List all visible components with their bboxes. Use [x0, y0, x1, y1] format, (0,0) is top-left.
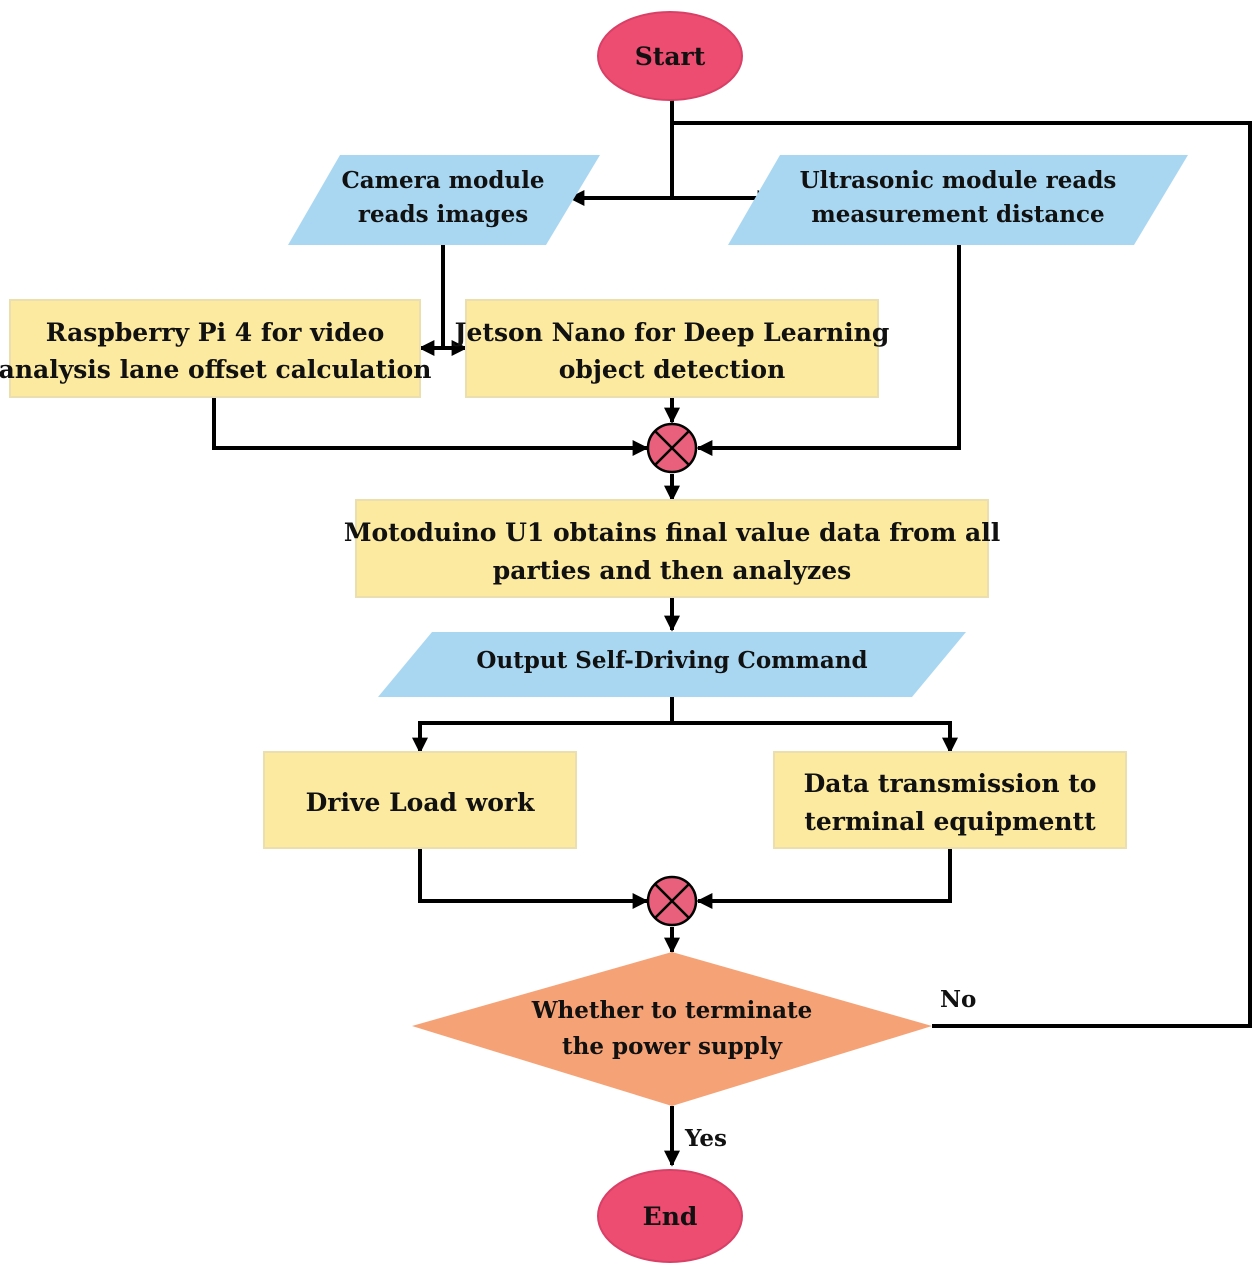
edges	[212, 98, 1252, 1167]
node-raspberry: Raspberry Pi 4 for video analysis lane o…	[0, 299, 431, 398]
motoduino-label-line-1: Motoduino U1 obtains final value data fr…	[344, 518, 1000, 547]
x-circle-icon	[654, 883, 690, 919]
drive-process-box	[263, 751, 577, 849]
start-terminal	[597, 11, 743, 101]
end-terminal	[597, 1169, 743, 1263]
end-label: End	[643, 1202, 698, 1231]
camera-label-line-2: reads images	[358, 201, 528, 228]
transmit-label-line-1: Data transmission to	[804, 769, 1097, 798]
jetson-label-line-1: Jetson Nano for Deep Learning	[453, 318, 890, 347]
motoduino-process-box	[355, 499, 989, 598]
node-transmit: Data transmission to terminal equipmentt	[773, 751, 1127, 849]
node-motoduino: Motoduino U1 obtains final value data fr…	[344, 499, 1000, 598]
ultrasonic-label-line-2: measurement distance	[811, 201, 1104, 228]
start-label: Start	[635, 42, 706, 71]
edge-raspberry-junction	[212, 397, 649, 456]
edge-output-transmit	[672, 721, 958, 754]
node-junction1	[646, 422, 698, 474]
output-label: Output Self-Driving Command	[476, 647, 867, 674]
decision-label-line-2: the power supply	[562, 1033, 783, 1060]
node-junction2	[646, 875, 698, 927]
node-decision: Whether to terminate the power supply	[412, 952, 932, 1106]
output-io-shape	[378, 632, 966, 697]
node-camera: Camera module reads images	[288, 155, 600, 245]
node-end: End	[597, 1169, 743, 1263]
ultrasonic-label-line-1: Ultrasonic module reads	[800, 167, 1117, 194]
jetson-label-line-2: object detection	[559, 355, 786, 384]
jetson-process-box	[465, 299, 879, 398]
camera-io-shape	[288, 155, 600, 245]
transmit-process-box	[773, 751, 1127, 849]
edge-output-drive	[412, 697, 674, 754]
camera-label-line-1: Camera module	[341, 167, 544, 194]
raspberry-label-line-1: Raspberry Pi 4 for video	[46, 318, 385, 347]
node-output: Output Self-Driving Command	[378, 632, 966, 697]
node-jetson: Jetson Nano for Deep Learning object det…	[453, 299, 890, 398]
no-edge-label: No	[940, 986, 976, 1013]
decision-label-line-1: Whether to terminate	[531, 997, 813, 1024]
ultrasonic-io-shape	[728, 155, 1188, 245]
transmit-label-line-2: terminal equipmentt	[804, 807, 1096, 836]
node-drive: Drive Load work	[263, 751, 577, 849]
node-start: Start	[597, 11, 743, 101]
edge-drive-junction	[418, 848, 649, 909]
yes-edge-label: Yes	[684, 1125, 727, 1152]
edge-transmit-junction	[696, 848, 952, 909]
motoduino-label-line-2: parties and then analyzes	[493, 556, 851, 585]
edge-decision-no-loop	[672, 121, 1252, 1028]
decision-diamond	[412, 952, 932, 1106]
raspberry-label-line-2: analysis lane offset calculation	[0, 355, 431, 384]
node-ultrasonic: Ultrasonic module reads measurement dist…	[728, 155, 1188, 245]
edge-ultrasonic-junction	[696, 245, 961, 456]
drive-label: Drive Load work	[306, 788, 535, 817]
raspberry-process-box	[9, 299, 421, 398]
x-circle-icon	[654, 430, 690, 466]
